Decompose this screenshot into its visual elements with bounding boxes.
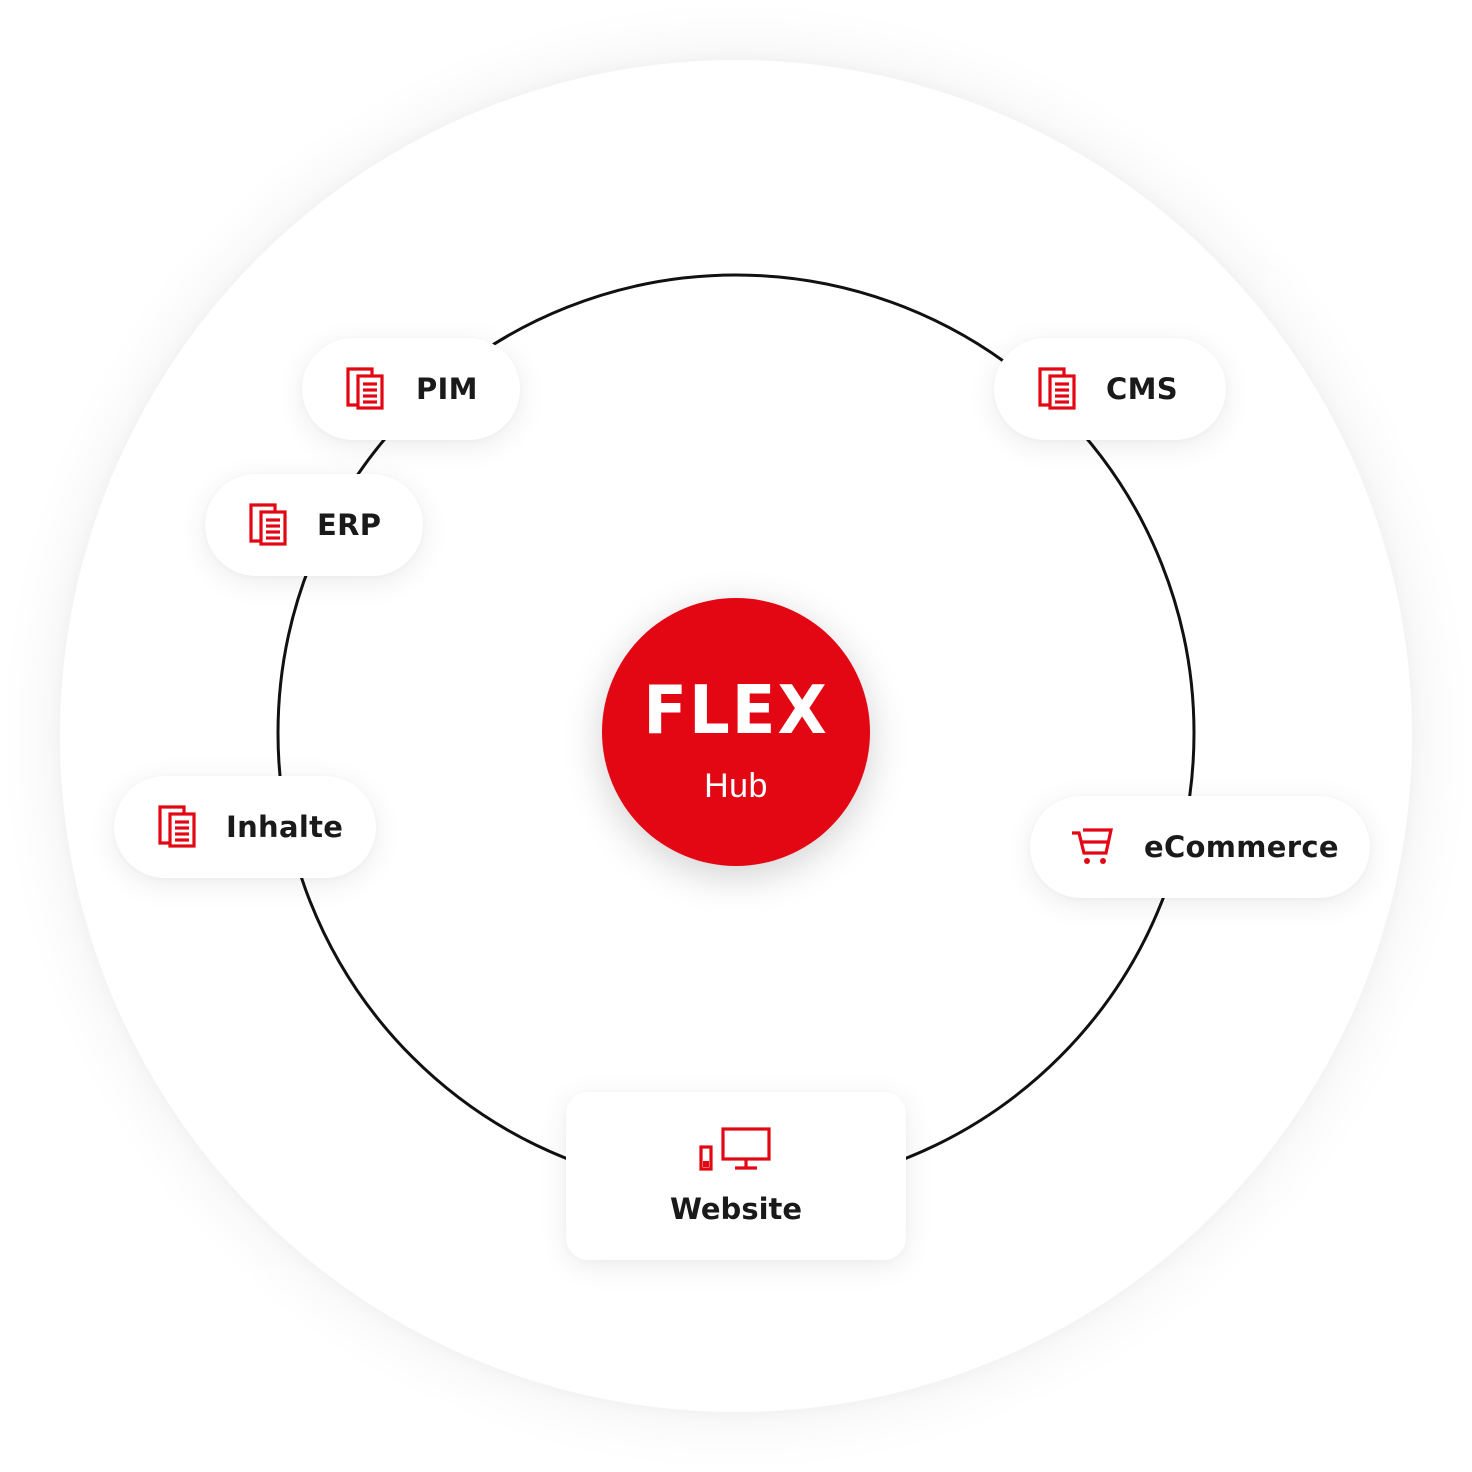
- flex-logo: FLEX: [643, 672, 829, 750]
- node-website: Website: [566, 1092, 906, 1260]
- documents-icon: [1038, 367, 1078, 411]
- node-erp-label: ERP: [317, 508, 382, 542]
- documents-icon: [346, 367, 386, 411]
- node-cms-label: CMS: [1106, 372, 1178, 406]
- node-inhalte-label: Inhalte: [226, 810, 344, 844]
- node-website-label: Website: [669, 1191, 803, 1226]
- node-ecommerce: eCommerce: [1030, 796, 1370, 898]
- shopping-cart-icon: [1070, 827, 1114, 867]
- devices-icon: [699, 1126, 773, 1178]
- documents-icon: [158, 805, 198, 849]
- node-cms: CMS: [994, 338, 1226, 440]
- node-inhalte: Inhalte: [114, 776, 376, 878]
- node-ecommerce-label: eCommerce: [1144, 830, 1339, 864]
- node-pim-label: PIM: [416, 372, 478, 406]
- node-pim: PIM: [302, 338, 520, 440]
- documents-icon: [249, 503, 289, 547]
- hub-label: Hub: [704, 767, 768, 805]
- hub-circle: FLEX Hub: [602, 598, 870, 866]
- node-erp: ERP: [205, 474, 423, 576]
